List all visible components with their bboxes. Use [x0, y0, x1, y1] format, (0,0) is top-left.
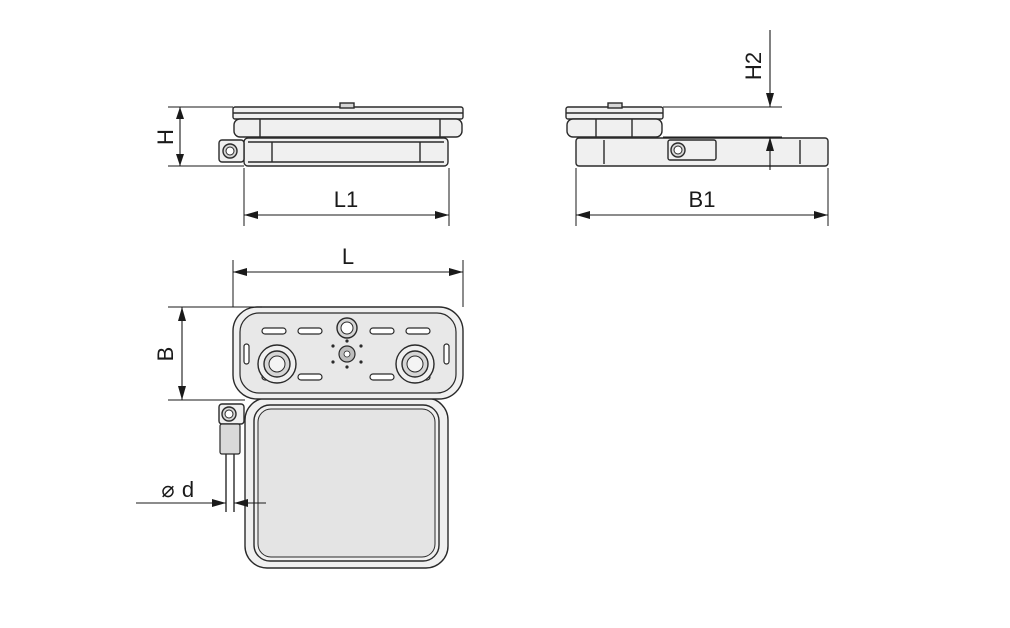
front-view	[218, 102, 464, 167]
top-view	[218, 306, 464, 569]
dimension-l: L	[232, 244, 464, 307]
dimension-label-d: d	[182, 477, 194, 502]
dimension-b: B	[153, 306, 262, 401]
dimension-d: ⌀ d	[136, 477, 266, 507]
dimension-label-b1: B1	[689, 187, 716, 212]
dimension-label-h: H	[153, 129, 178, 145]
dimension-h2: H2	[663, 30, 782, 170]
dimension-h: H	[153, 106, 244, 167]
dimension-l1: L1	[243, 168, 450, 226]
dimension-label-l: L	[342, 244, 354, 269]
diameter-symbol: ⌀	[161, 477, 174, 502]
side-view	[565, 102, 829, 167]
dimension-b1: B1	[575, 168, 829, 226]
dimension-label-l1: L1	[334, 187, 358, 212]
dimension-label-b: B	[153, 347, 178, 362]
dimension-label-h2: H2	[741, 52, 766, 80]
